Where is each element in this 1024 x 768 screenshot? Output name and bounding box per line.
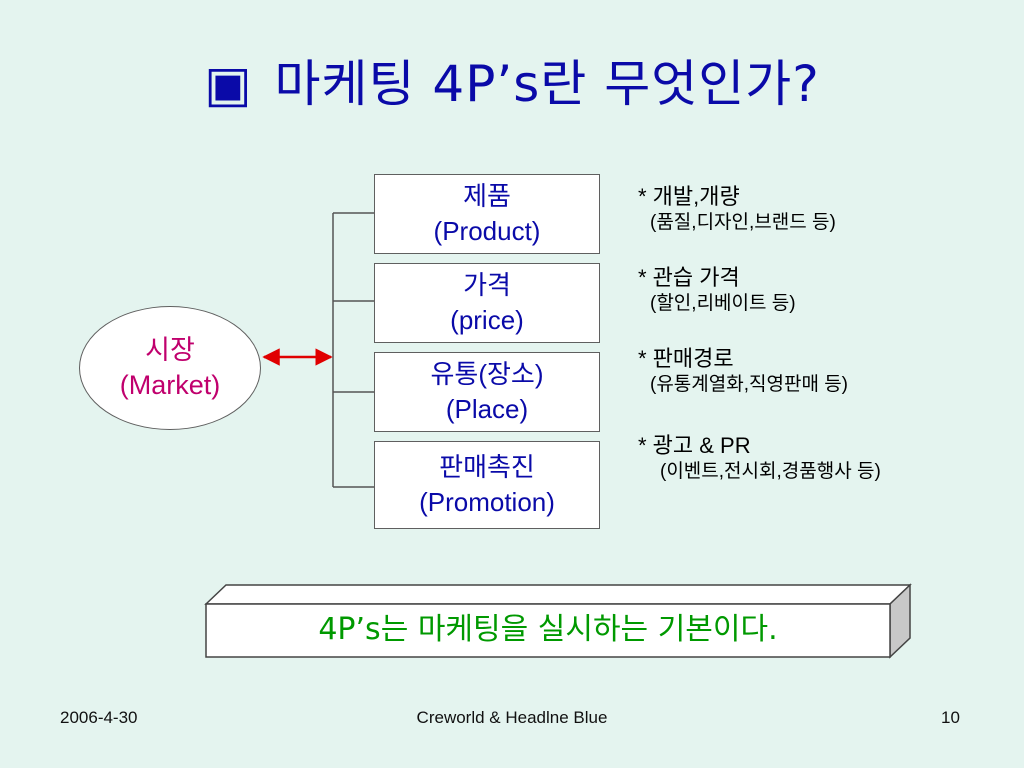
footer-date: 2006-4-30 <box>60 708 138 727</box>
box-product: 제품 (Product) <box>374 174 600 254</box>
note-heading: * 판매경로 <box>638 346 734 371</box>
bracket-lines <box>332 212 374 488</box>
slide-title-text: 마케팅 4P’s란 무엇인가? <box>274 55 820 113</box>
box-label-ko: 유통(장소) <box>430 359 544 389</box>
box-label-ko: 판매촉진 <box>439 452 535 482</box>
note-promotion: * 광고 & PR (이벤트,전시회,경품행사 등) <box>638 432 881 484</box>
note-product: * 개발,개량 (품질,디자인,브랜드 등) <box>638 183 836 235</box>
note-price: * 관습 가격 (할인,리베이트 등) <box>638 264 796 316</box>
note-place: * 판매경로 (유통계열화,직영판매 등) <box>638 345 848 397</box>
note-heading: * 개발,개량 <box>638 184 740 209</box>
note-detail: (품질,디자인,브랜드 등) <box>650 212 836 233</box>
note-detail: (유통계열화,직영판매 등) <box>650 374 849 395</box>
market-label-en: (Market) <box>119 370 221 400</box>
market-ellipse: 시장 (Market) <box>79 306 261 430</box>
footer-center-text: Creworld & Headlne Blue <box>416 708 608 727</box>
summary-banner: 4P’s는 마케팅을 실시하는 기본이다. <box>318 612 778 647</box>
note-detail: (이벤트,전시회,경품행사 등) <box>660 461 881 482</box>
box-label-ko: 제품 <box>463 181 511 211</box>
page-number: 10 <box>941 708 960 727</box>
box-promotion: 판매촉진 (Promotion) <box>374 441 600 529</box>
box-label-en: (Product) <box>433 216 541 246</box>
square-bullet-icon: ▣ <box>204 55 253 113</box>
note-detail: (할인,리베이트 등) <box>650 293 796 314</box>
banner-3d-box <box>204 583 912 659</box>
box-place: 유통(장소) (Place) <box>374 352 600 432</box>
box-label-en: (price) <box>450 305 524 335</box>
box-label-ko: 가격 <box>463 270 511 300</box>
slide-title: ▣ 마케팅 4P’s란 무엇인가? <box>0 44 1024 116</box>
market-label-ko: 시장 <box>145 335 195 365</box>
box-label-en: (Promotion) <box>419 487 555 517</box>
box-price: 가격 (price) <box>374 263 600 343</box>
note-heading: * 관습 가격 <box>638 265 740 290</box>
note-heading: * 광고 & PR <box>638 433 751 458</box>
box-label-en: (Place) <box>445 394 529 424</box>
